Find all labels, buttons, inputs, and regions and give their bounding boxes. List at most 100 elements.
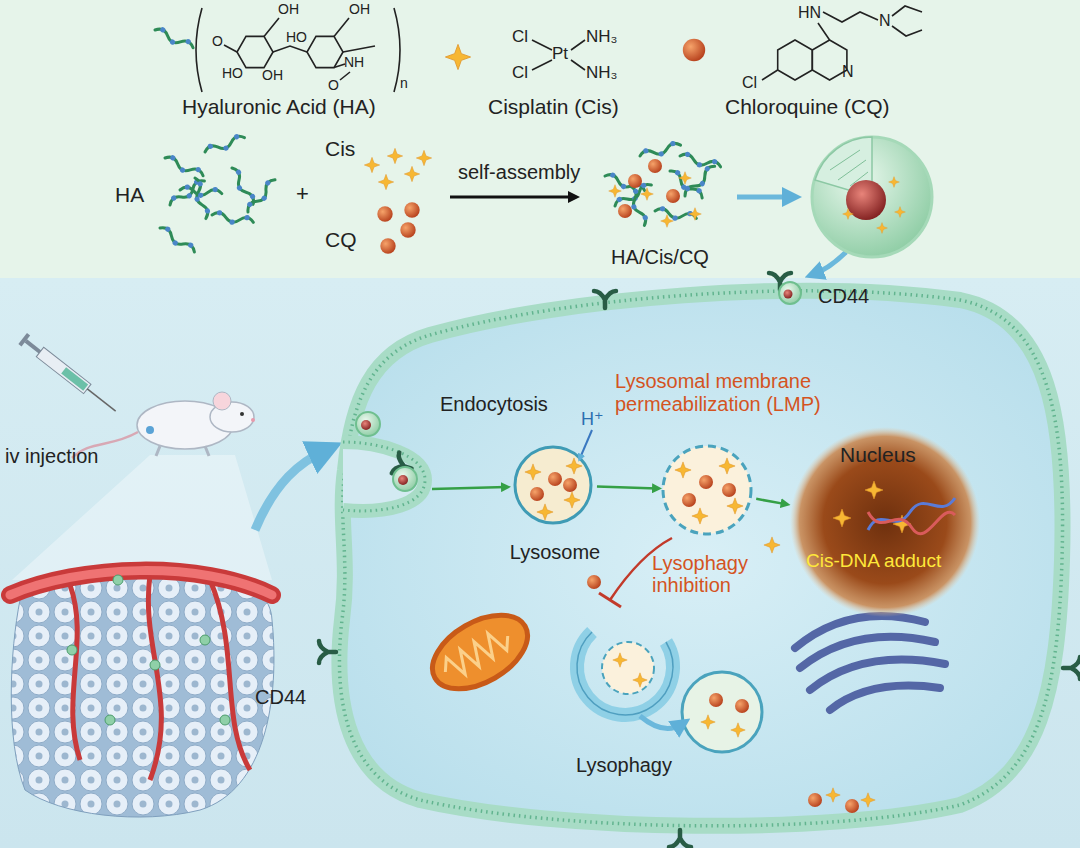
lysosome: Lysosome <box>495 445 615 565</box>
nanoparticle-sphere <box>812 137 932 257</box>
atom-label: OH <box>349 2 370 17</box>
cisplatin-stars <box>364 148 431 189</box>
cisplatin-stars <box>404 166 419 181</box>
drug-star <box>661 215 674 228</box>
injection-illustration <box>156 446 209 456</box>
lysosome-cargo <box>530 487 544 501</box>
drug-star <box>679 172 692 185</box>
step-label: Endocytosis <box>440 393 548 415</box>
tumor-tissue <box>10 450 326 817</box>
ha-strands <box>179 184 222 200</box>
lysophagy-pathway <box>731 723 745 737</box>
chemical-structures <box>196 8 202 92</box>
lysophagy-pathway <box>701 715 715 729</box>
tumor-tissue <box>10 571 272 595</box>
cd44-receptors <box>769 273 791 290</box>
lysophagy-pathway <box>610 538 672 600</box>
endocytosis-vesicles <box>393 467 417 491</box>
node-text: Nucleus <box>840 443 970 467</box>
nanoparticle-sphere <box>895 207 906 218</box>
legend-text: Hyaluronic Acid (HA) <box>182 95 376 118</box>
plus-sign: + <box>296 182 309 206</box>
ha-strands <box>203 132 247 158</box>
nanoparticle-sphere <box>889 177 900 188</box>
chloroquine-balls <box>400 222 415 237</box>
exocytosis-release <box>808 793 822 807</box>
lysophagy-pathway <box>640 716 682 729</box>
step-label: iv injection <box>5 445 98 467</box>
drug-ball <box>618 204 632 218</box>
lysosome-cargo <box>564 492 580 508</box>
chloroquine-balls <box>377 206 392 221</box>
lysophagy-pathway <box>709 693 723 707</box>
lysosome-cargo <box>548 472 562 486</box>
injection-illustration <box>61 367 88 391</box>
atom-label: Cl <box>742 74 757 92</box>
chloroquine-balls <box>380 238 395 253</box>
injection-illustration <box>18 333 120 417</box>
atom-label: O <box>328 78 339 93</box>
nucleus-outline <box>790 427 980 617</box>
cell-membrane <box>339 291 1062 826</box>
injection-illustration <box>146 426 154 434</box>
cell-organelles <box>420 600 945 710</box>
injection-illustration <box>25 339 42 353</box>
injection-illustration <box>87 389 115 411</box>
node-text: Cis-DNA adduct <box>806 550 981 572</box>
cell-organelles <box>439 626 513 683</box>
lysosome-cargo <box>699 475 713 489</box>
cd44-receptors <box>669 830 691 847</box>
tumor-tissue <box>10 571 272 595</box>
lysophagy-pathway <box>602 642 654 694</box>
nanoparticle-sphere <box>843 209 854 220</box>
tumor-tissue <box>220 715 230 725</box>
lysosome-cargo <box>525 458 780 589</box>
legend-text: Chloroquine (CQ) <box>725 95 890 118</box>
atom-label: Pt <box>552 45 568 64</box>
drug-star <box>609 185 622 198</box>
legend-samples <box>152 24 195 53</box>
endocytosis-vesicles <box>784 290 793 299</box>
repeat-index: n <box>400 76 408 91</box>
cd44-receptors <box>319 641 336 663</box>
proton-label: H⁺ <box>581 410 604 430</box>
exocytosis-release <box>808 788 875 813</box>
tumor-tissue <box>105 715 115 725</box>
ha-strands <box>243 176 279 216</box>
chemical-structures <box>778 40 813 80</box>
cell-membrane <box>343 442 425 511</box>
lysophagy-pathway <box>633 673 647 687</box>
organelle-outline <box>682 672 762 752</box>
receptor-label: CD44 <box>818 285 869 307</box>
lysophagy-pathway <box>735 699 749 713</box>
node-text: Lysophagy <box>576 754 706 777</box>
injection-illustration <box>12 455 272 580</box>
component-label: HA <box>115 183 144 206</box>
lysosome-cargo <box>675 462 691 478</box>
endocytosis-vesicles <box>398 475 408 485</box>
atom-label: NH₃ <box>586 28 617 47</box>
chemical-structures <box>812 40 847 80</box>
lysophagy-pathway <box>599 593 621 607</box>
flow-arrow <box>756 499 785 504</box>
atom-label: N <box>842 63 854 81</box>
ha-strand <box>678 150 722 173</box>
chemical-structures <box>762 6 922 80</box>
process-arrows <box>450 196 574 199</box>
ha-strands <box>157 132 280 257</box>
chemical-structures <box>224 18 375 80</box>
component-label: CQ <box>325 228 357 251</box>
process-arrows <box>450 197 846 274</box>
injection-illustration <box>36 347 91 393</box>
legend-samples <box>683 39 705 61</box>
injection-illustration <box>18 333 30 346</box>
atom-label: HO <box>222 66 243 81</box>
cd44-receptors <box>594 291 616 308</box>
lysosome-cargo <box>727 498 743 514</box>
nucleus-dna <box>868 512 955 534</box>
endocytosis-vesicles <box>580 430 592 458</box>
lysophagy-pathway <box>577 632 673 715</box>
atom-label: O <box>212 34 223 49</box>
